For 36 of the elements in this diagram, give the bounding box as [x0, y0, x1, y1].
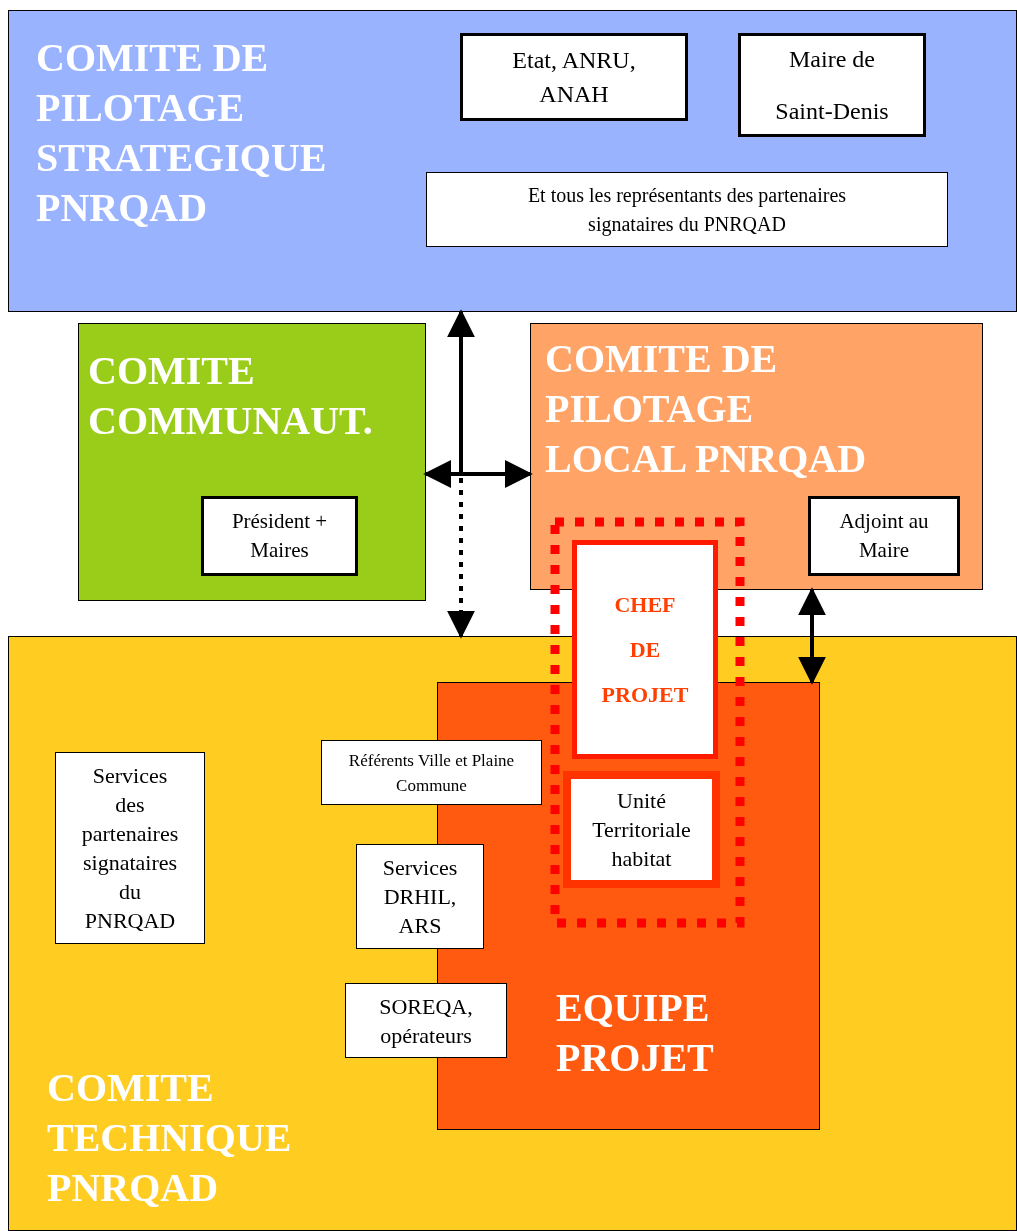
box-label: Etat, ANRU, ANAH	[511, 46, 637, 109]
box-label: Président + Maires	[230, 508, 329, 564]
box-label: Référents Ville et Plaine Commune	[347, 749, 516, 797]
committee-panel	[8, 636, 1017, 1231]
box-label: Services des partenaires signataires du PNRQAD	[80, 762, 180, 935]
panel-title: COMITE DE PILOTAGE LOCAL PNRQAD	[545, 335, 868, 483]
member-box	[345, 983, 507, 1058]
committee-panel	[78, 323, 426, 601]
dotted-frame	[550, 517, 745, 928]
member-box	[572, 540, 718, 759]
member-box	[426, 172, 948, 247]
box-label: Services DRHIL, ARS	[381, 854, 459, 940]
member-box	[563, 771, 720, 888]
box-label: SOREQA, opérateurs	[378, 992, 474, 1050]
arrow	[423, 460, 533, 488]
box-label: CHEF DE PROJET	[601, 591, 689, 709]
box-label: Adjoint au Maire	[838, 508, 930, 564]
dotted-arrow	[447, 478, 475, 639]
member-box	[460, 33, 688, 121]
member-box	[55, 752, 205, 944]
panel-title: COMITE DE PILOTAGE STRATEGIQUE PNRQAD	[36, 34, 328, 232]
member-box	[321, 740, 542, 805]
committee-panel	[8, 10, 1017, 312]
panel-title: COMITE COMMUNAUT.	[88, 347, 374, 445]
member-box	[356, 844, 484, 949]
panel-title: EQUIPE PROJET	[556, 984, 715, 1082]
member-box	[738, 33, 926, 137]
box-label: Unité Territoriale habitat	[591, 787, 692, 873]
committee-panel	[530, 323, 983, 590]
box-label: Et tous les représentants des partenaires signataires du PNRQAD	[526, 182, 848, 238]
panel-title: COMITE TECHNIQUE PNRQAD	[47, 1064, 293, 1212]
arrow	[447, 309, 475, 474]
member-box	[808, 496, 960, 576]
arrow	[798, 587, 826, 685]
member-box	[201, 496, 358, 576]
box-label: Maire de Saint-Denis	[774, 45, 890, 126]
